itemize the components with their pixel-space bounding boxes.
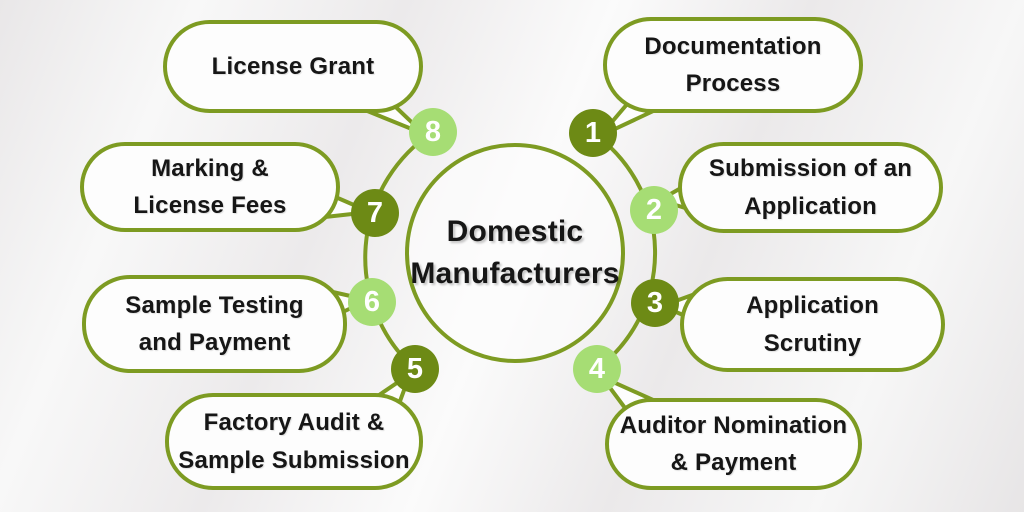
step-badge-7: 7 [351,189,399,237]
ring-arc-right [591,131,658,371]
diagram-title: Domestic Manufacturers [410,215,620,290]
step-number-3: 3 [646,286,664,319]
bubble-label-sample-testing-payment: Sample Testing and Payment [125,291,304,356]
bubble-label-documentation-process: Documentation Process [644,32,822,97]
step-number-7: 7 [366,196,384,229]
step-badge-3: 3 [631,279,679,327]
step-badge-5: 5 [391,345,439,393]
bubble-marking-license-fees: Marking & License Fees [80,142,340,232]
step-number-5: 5 [406,352,424,385]
bubble-submission-of-application: Submission of an Application [678,142,943,233]
bubble-application-scrutiny: Application Scrutiny [680,277,945,372]
step-badge-4: 4 [573,345,621,393]
step-number-1: 1 [584,116,602,149]
step-number-2: 2 [645,193,663,226]
bubble-label-auditor-nomination-payment: Auditor Nomination & Payment [619,411,848,476]
bubble-documentation-process: Documentation Process [603,17,863,113]
step-badge-1: 1 [569,109,617,157]
bubble-sample-testing-payment: Sample Testing and Payment [82,275,347,373]
bubble-label-submission-of-application: Submission of an Application [708,155,913,220]
bubble-auditor-nomination-payment: Auditor Nomination & Payment [605,398,862,490]
step-number-4: 4 [588,352,606,385]
step-number-6: 6 [363,285,381,318]
step-badge-2: 2 [630,186,678,234]
bubble-license-grant: License Grant [163,20,423,113]
bubble-label-application-scrutiny: Application Scrutiny [746,292,879,357]
step-badge-6: 6 [348,278,396,326]
step-number-8: 8 [424,115,442,148]
bubble-factory-audit-sample-submission: Factory Audit & Sample Submission [165,393,423,490]
bubble-label-marking-license-fees: Marking & License Fees [133,154,287,219]
center-circle: Domestic Manufacturers [405,143,625,363]
bubble-label-license-grant: License Grant [211,52,375,80]
step-badge-8: 8 [409,108,457,156]
ring-arc-left [363,130,435,371]
bubble-label-factory-audit-sample-submission: Factory Audit & Sample Submission [178,409,410,474]
